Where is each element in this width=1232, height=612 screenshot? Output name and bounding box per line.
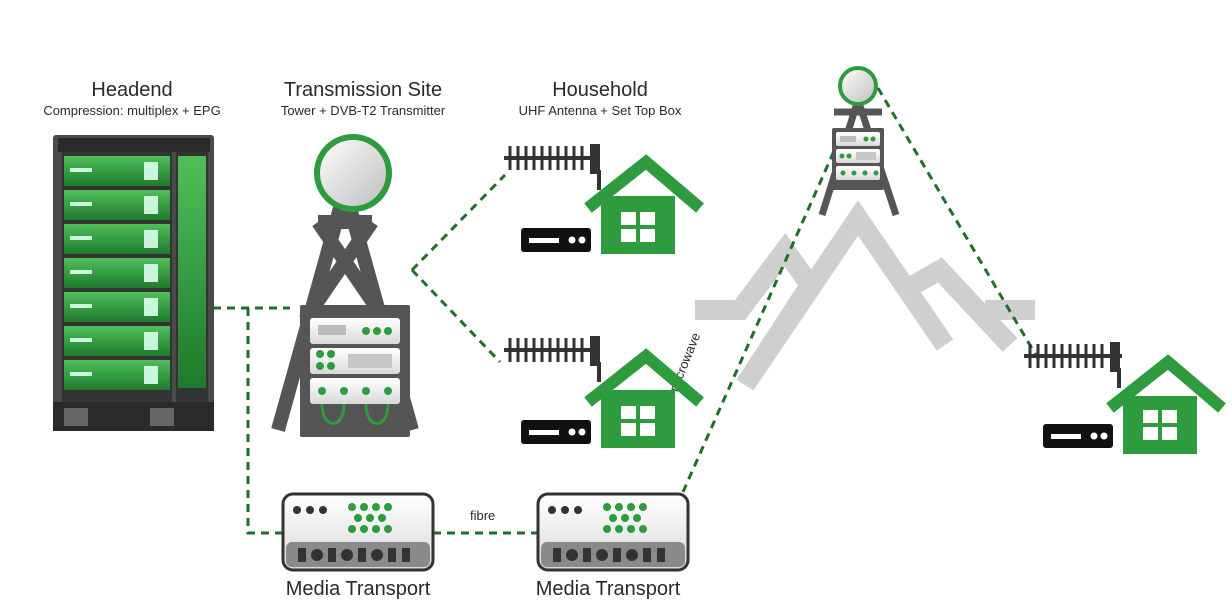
set-top-box-icon [1043,424,1113,448]
household-right [1024,342,1226,454]
mountain-to-house-link [876,87,1042,363]
headend-title: Headend [91,79,173,101]
tower-dish-icon [314,134,392,212]
household-title: Household [552,79,648,101]
set-top-box-icon [521,420,591,444]
transmission-tower [271,134,419,437]
household-subtitle: UHF Antenna + Set Top Box [518,103,682,118]
set-top-box-icon [521,228,591,252]
transmission-site-subtitle: Tower + DVB-T2 Transmitter [280,103,446,118]
relay-dish-icon [838,66,878,106]
household-top [504,144,704,254]
house-icon [584,154,704,254]
house-icon [1106,354,1226,454]
dvb-t2-transmitter [310,318,400,425]
household-bottom [504,336,704,448]
headend-subtitle: Compression: multiplex + EPG [43,103,221,118]
uhf-antenna-icon [504,336,601,382]
signal-links [213,87,1042,535]
tower-to-house-bottom-link [410,268,502,364]
media-transport-right-device [536,492,690,572]
media-transport-left-device [281,492,435,572]
tower-to-house-top-link [410,173,507,272]
headend-server-rack [53,135,214,431]
mountain-shape [695,200,1035,391]
house-icon [584,348,704,448]
relay-tower [818,66,900,217]
fibre-link-label: fibre [470,508,496,523]
media-transport-left-label: Media Transport [285,578,431,600]
uhf-antenna-icon [504,144,601,190]
headend-to-transport-link [246,308,283,535]
microwave-link [681,141,840,493]
transmission-site-title: Transmission Site [283,79,443,101]
media-transport-right-label: Media Transport [535,578,681,600]
uhf-antenna-icon [1024,342,1122,388]
